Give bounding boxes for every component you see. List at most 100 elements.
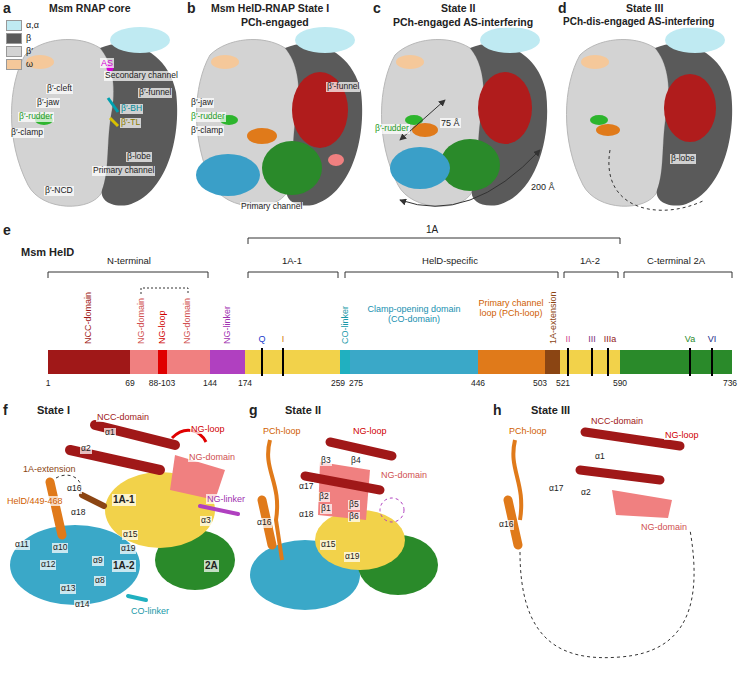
helix-label: α1	[594, 452, 606, 462]
structure-label: Secondary channel	[104, 71, 179, 81]
helix-label: α19	[344, 552, 360, 562]
structure-label: AS	[100, 58, 114, 68]
residue-number: 174	[237, 379, 253, 389]
panel-subtitle: PCh-engaged AS-interfering	[392, 16, 534, 28]
helix-label: α3	[200, 516, 212, 526]
helix-label: α8	[94, 576, 106, 586]
legend-swatch	[6, 20, 22, 31]
panel-letter: c	[372, 0, 382, 16]
helix-label: α17	[298, 482, 314, 492]
domain-label: NG-loop	[157, 309, 167, 345]
legend-text: β	[26, 34, 31, 44]
structure-label: β′-funnel	[138, 88, 172, 98]
panel-title: Msm HelD-RNAP State I	[210, 2, 330, 14]
residue-number: 503	[532, 379, 548, 389]
structure-label: β′-clamp	[10, 128, 44, 138]
region-label: C-terminal 2A	[646, 256, 706, 267]
structure-label: β′-rudder	[190, 112, 226, 122]
structure-label: β′-TL	[120, 118, 141, 128]
panel-letter: g	[248, 402, 259, 418]
region-label: HelD-specific	[421, 256, 479, 267]
domain-label: Clamp-opening domain (CO-domain)	[358, 304, 470, 325]
legend-text: α,α	[26, 21, 39, 31]
panel-title: Msm RNAP core	[48, 2, 132, 14]
helix-label: α12	[40, 560, 56, 570]
residue-number: 144	[202, 379, 218, 389]
legend-text: ω	[26, 60, 33, 70]
region-label: 1A-1	[281, 256, 303, 267]
structure-label: β′-jaw	[190, 98, 214, 108]
domain-label: NG-domain	[188, 452, 236, 462]
residue-number: 446	[470, 379, 486, 389]
residue-number: 259	[330, 379, 346, 389]
helix-label: α2	[580, 488, 592, 498]
region-label: 1A-2	[579, 256, 601, 267]
strand-label: β5	[348, 500, 360, 510]
motif-label: IIIa	[603, 334, 618, 344]
legend-text: β′	[26, 47, 33, 57]
strand-label: β6	[348, 512, 360, 522]
helix-label: α10	[52, 543, 68, 553]
strand-label: β1	[320, 504, 332, 514]
domain-label: NCC-domain	[83, 291, 93, 345]
helix-label: α13	[60, 584, 76, 594]
domain-label: NG-domain	[640, 522, 688, 532]
dimension-label: 75 Å	[440, 118, 461, 128]
panel-letter: b	[186, 0, 197, 16]
region-label: 1A	[425, 224, 439, 236]
panel-subtitle: PCh-dis-engaged AS-interfering	[562, 16, 715, 28]
domain-label: CO-linker	[340, 305, 350, 345]
panel-letter: a	[2, 0, 12, 16]
structure-label: β′-funnel	[326, 82, 360, 92]
panel-letter: d	[557, 0, 568, 16]
structure-label: Primary channel	[92, 166, 155, 176]
helix-label: α14	[74, 600, 90, 610]
residue-number: 69	[124, 379, 135, 389]
helix-label: α18	[70, 508, 86, 518]
motif-label: I	[281, 334, 286, 344]
structure-label: β′-NCD	[44, 186, 74, 196]
dimension-label: 200 Å	[530, 182, 556, 192]
residue-number: 590	[612, 379, 628, 389]
motif-label: Va	[684, 334, 696, 344]
legend-swatch	[6, 59, 22, 70]
panel-subtitle: PCh-engaged	[240, 16, 310, 28]
structure-label: β′-rudder	[374, 124, 410, 134]
domain-label: HelD/449-468	[6, 496, 64, 506]
domain-label: NCC-domain	[590, 416, 644, 426]
domain-label: NG-domain	[380, 470, 428, 480]
domain-label: NG-loop	[664, 430, 700, 440]
panel-title: State III	[625, 2, 664, 14]
helix-label: α15	[320, 540, 336, 550]
helix-label: α9	[92, 556, 104, 566]
legend-entry: β′	[6, 46, 33, 57]
residue-number: 521	[555, 379, 571, 389]
helix-label: α2	[80, 444, 92, 454]
legend-entry: α,α	[6, 20, 39, 31]
residue-number: 275	[348, 379, 364, 389]
helix-label: α11	[14, 540, 30, 550]
domain-label: NG-domain	[136, 297, 146, 345]
domain-label: Primary channel loop (PCh-loop)	[477, 298, 545, 319]
legend-entry: ω	[6, 59, 33, 70]
domain-label: NG-loop	[352, 426, 388, 436]
helix-label: α18	[298, 510, 314, 520]
domain-label: PCh-loop	[508, 426, 548, 436]
domain-label: NCC-domain	[96, 412, 150, 422]
strand-label: β4	[350, 456, 362, 466]
structure-label: β′-rudder	[18, 112, 54, 122]
helix-label: α17	[548, 484, 564, 494]
motif-label: II	[564, 334, 571, 344]
helix-label: α1	[104, 428, 116, 438]
panel-letter: e	[2, 222, 12, 238]
subdomain-label: 1A-2	[112, 560, 136, 572]
structure-label: β-lobe	[670, 154, 696, 164]
legend-entry: β	[6, 33, 31, 44]
panel-title: State III	[530, 404, 571, 417]
subdomain-label: 1A-1	[112, 494, 136, 506]
panel-letter: f	[2, 402, 9, 418]
structure-label: β-lobe	[126, 152, 152, 162]
panel-title: Msm HelD	[20, 246, 75, 259]
domain-label: 1A-extension	[548, 290, 558, 345]
